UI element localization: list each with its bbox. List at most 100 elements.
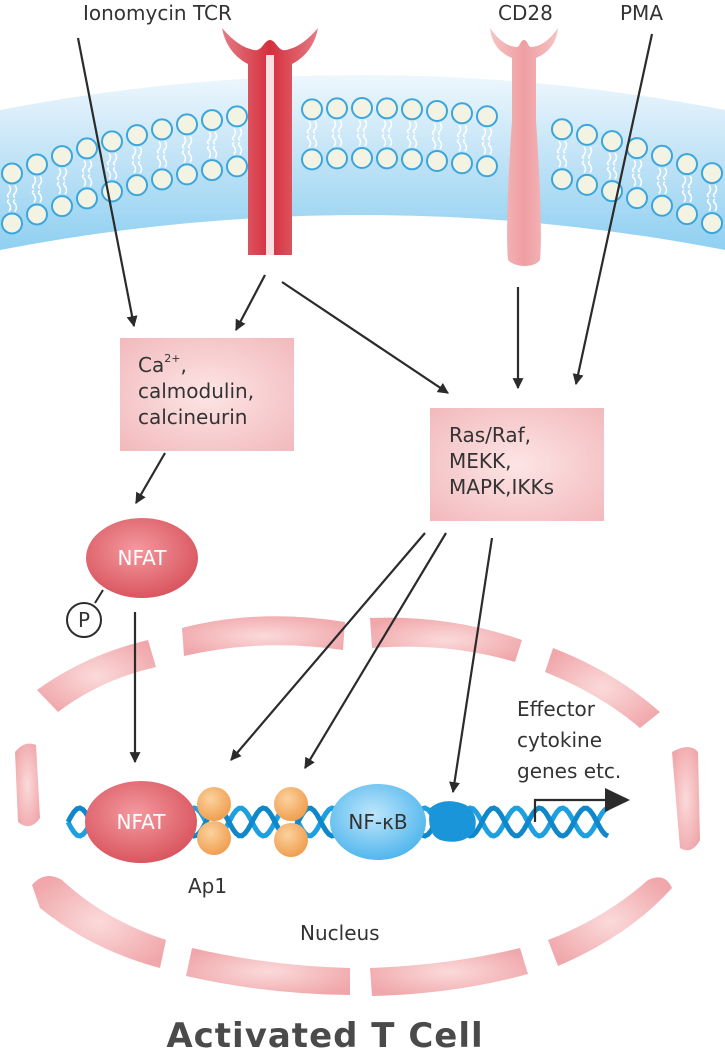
lipid-head <box>301 98 323 121</box>
lipid-head <box>701 162 723 185</box>
lipid-tail <box>156 140 168 155</box>
lipid-head <box>51 195 73 218</box>
lipid-head <box>201 159 223 182</box>
ap1-complex-right <box>274 787 308 857</box>
ap1-complex-left <box>197 787 231 855</box>
arrows <box>76 33 654 794</box>
lipid-tail <box>556 140 568 154</box>
lipid-head <box>651 144 673 167</box>
lipid-head <box>326 147 348 170</box>
lipid-head <box>676 203 698 226</box>
lipid-tail <box>306 134 318 148</box>
arrow-ionomycin-to-ca <box>76 37 138 328</box>
lipid-tail <box>156 154 168 168</box>
lipid-tail <box>131 146 143 160</box>
ca-label: Ca <box>138 353 164 377</box>
diagram-title: Activated T Cell <box>166 1016 483 1055</box>
lipid-tail <box>556 154 568 168</box>
lipid-tail <box>6 198 18 212</box>
lipid-tail <box>356 119 368 133</box>
lipid-tail <box>706 184 718 198</box>
lipid-head <box>701 212 723 235</box>
lipid-head <box>76 187 98 210</box>
lipid-tail <box>56 181 68 195</box>
lipid-head <box>1 212 23 235</box>
lipid-tail <box>581 146 593 160</box>
lipid-tail <box>56 167 68 181</box>
lipid-head <box>126 174 148 197</box>
calmodulin-label: calmodulin, <box>138 379 254 403</box>
arrow-pma-to-ras <box>572 33 654 386</box>
lipid-bilayer <box>1 97 723 235</box>
lipid-head <box>551 118 573 141</box>
lipid-head <box>576 173 598 196</box>
lipid-head <box>376 97 398 120</box>
lipid-tail <box>81 173 93 187</box>
cd28-label: CD28 <box>498 1 553 25</box>
lipid-tail <box>206 131 218 145</box>
lipid-tail <box>456 124 468 138</box>
lipid-head <box>626 137 648 160</box>
lipid-head <box>651 194 673 217</box>
lipid-head <box>126 124 148 147</box>
lipid-tail <box>406 134 418 148</box>
lipid-head <box>51 145 73 168</box>
lipid-head <box>201 109 223 132</box>
transcription-start-arrow <box>533 788 630 822</box>
lipid-head <box>76 137 98 160</box>
nfat-dna-bound: NFAT <box>85 781 197 863</box>
lipid-tail <box>681 175 693 189</box>
lipid-tail <box>431 122 443 136</box>
lipid-head <box>326 97 348 120</box>
lipid-tail <box>106 166 118 180</box>
nfat-dna-label: NFAT <box>117 810 167 834</box>
lipid-head <box>351 147 373 170</box>
lipid-head <box>476 105 498 128</box>
nfkb-label: NF-κB <box>348 810 407 834</box>
lipid-tail <box>331 133 343 147</box>
lipid-head <box>151 168 173 191</box>
lipid-tail <box>181 135 193 150</box>
lipid-tail <box>306 120 318 134</box>
lipid-head <box>401 148 423 171</box>
cell-membrane <box>0 75 725 250</box>
lipid-tail <box>656 167 668 181</box>
arrow-tcr-to-ca <box>235 274 266 331</box>
phosphate-label: P <box>78 608 90 632</box>
lipid-head <box>426 99 448 122</box>
lipid-tail <box>456 138 468 152</box>
nfat-top-label: NFAT <box>118 546 168 570</box>
lipid-head <box>176 163 198 186</box>
cd28-receptor <box>490 28 558 266</box>
nfat-cytoplasm: NFAT P <box>66 518 198 638</box>
tcr-receptor <box>222 28 318 255</box>
arrow-ras-to-ap1-right <box>304 532 447 769</box>
lipid-tail <box>631 173 643 187</box>
lipid-head <box>401 98 423 121</box>
lipid-head <box>626 187 648 210</box>
lipid-tail <box>231 141 243 155</box>
ras-raf-label: Ras/Raf, <box>449 423 531 447</box>
lipid-head <box>351 97 373 120</box>
ionomycin-tcr-label: Ionomycin TCR <box>83 1 232 25</box>
lipid-tail <box>481 127 493 141</box>
lipid-tail <box>631 159 643 173</box>
effector-label-line3: genes etc. <box>517 759 621 783</box>
lipid-head <box>676 153 698 176</box>
phosphate-icon <box>66 602 102 638</box>
lipid-tail <box>606 166 618 180</box>
arrow-ras-to-ap1-left <box>230 532 426 761</box>
lipid-head <box>226 105 248 128</box>
effector-label-line1: Effector <box>517 697 596 721</box>
lipid-tail <box>406 120 418 134</box>
lipid-tail <box>356 133 368 147</box>
lipid-head <box>601 130 623 153</box>
lipid-head <box>301 148 323 171</box>
ca-superscript: 2+ <box>164 352 180 365</box>
arrow-tcr-to-ras <box>281 281 449 394</box>
lipid-tail <box>431 136 443 150</box>
lipid-tail <box>106 152 118 167</box>
lipid-tail <box>181 149 193 163</box>
